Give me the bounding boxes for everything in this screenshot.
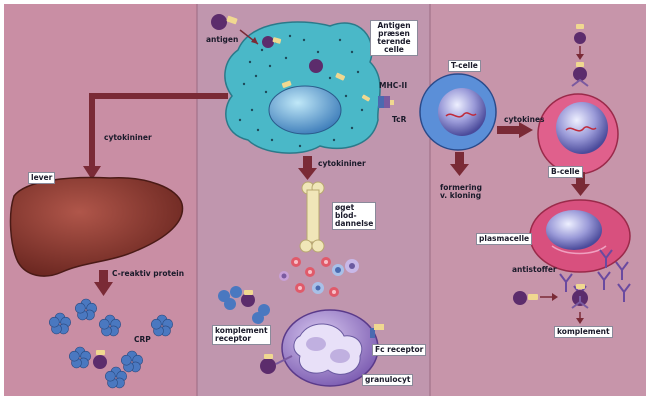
antigen-presenting-cell [224,21,381,154]
complement-cluster [218,286,293,374]
bone-icon [299,181,325,253]
granulocyt-label: granulocyt [362,374,414,386]
formering-label: formering v. kloning [440,184,482,200]
crp-protein-label: C-reaktiv protein [112,269,185,278]
tcell-label: T-celle [448,60,481,72]
plasma-cell [529,199,631,273]
t-cell [419,73,497,151]
crp-label: CRP [134,335,151,344]
komplement-label-right: komplement [554,326,613,338]
plasmacelle-label: plasmacelle [476,233,533,245]
crp-bound-antigen [93,350,107,369]
mhc-tcr-contact [378,96,394,108]
antigen-antibody-complement [513,284,589,324]
cytokininer-left-label: cytokininer [104,133,152,142]
blood-cells [279,257,359,297]
blod-label: øget blod- dannelse [332,202,377,230]
mhc-label: MHC-II [379,81,408,90]
blod-line-2: blod- [335,210,357,220]
komplement-receptor-line-2: receptor [215,333,252,343]
antistoffer-label: antistoffer [512,265,557,274]
blod-line-3: dannelse [335,218,374,228]
crp-molecules [49,298,173,389]
fc-receptor-label: Fc receptor [372,344,427,356]
cytokinin-connector-left [89,93,228,168]
tcr-label: TcR [392,115,407,124]
cytokines-label: cytokines [504,115,545,124]
apc-label-line-3: terende [377,36,411,46]
antigen-particle [211,14,259,45]
komplement-receptor-label: komplement receptor [212,325,271,345]
cytokininer-mid-label: cytokininer [318,159,366,168]
blod-line-1: øget [335,203,355,212]
apc-label: Antigen præsen terende celle [370,20,418,56]
b-cell [537,93,619,175]
apc-label-line-4: celle [384,44,404,54]
bcell-label: B-celle [548,166,583,178]
lever-label: lever [28,172,56,184]
antigen-label: antigen [206,35,239,44]
liver [9,176,184,277]
formering-line-1: formering [440,183,482,192]
apc-label-line-1: Antigen [377,21,411,30]
komplement-receptor-line-1: komplement [215,326,268,335]
antigen-top-right [571,24,589,87]
formering-line-2: v. kloning [440,190,482,200]
apc-label-line-2: præsen [378,28,410,38]
granulocyte [281,309,384,387]
